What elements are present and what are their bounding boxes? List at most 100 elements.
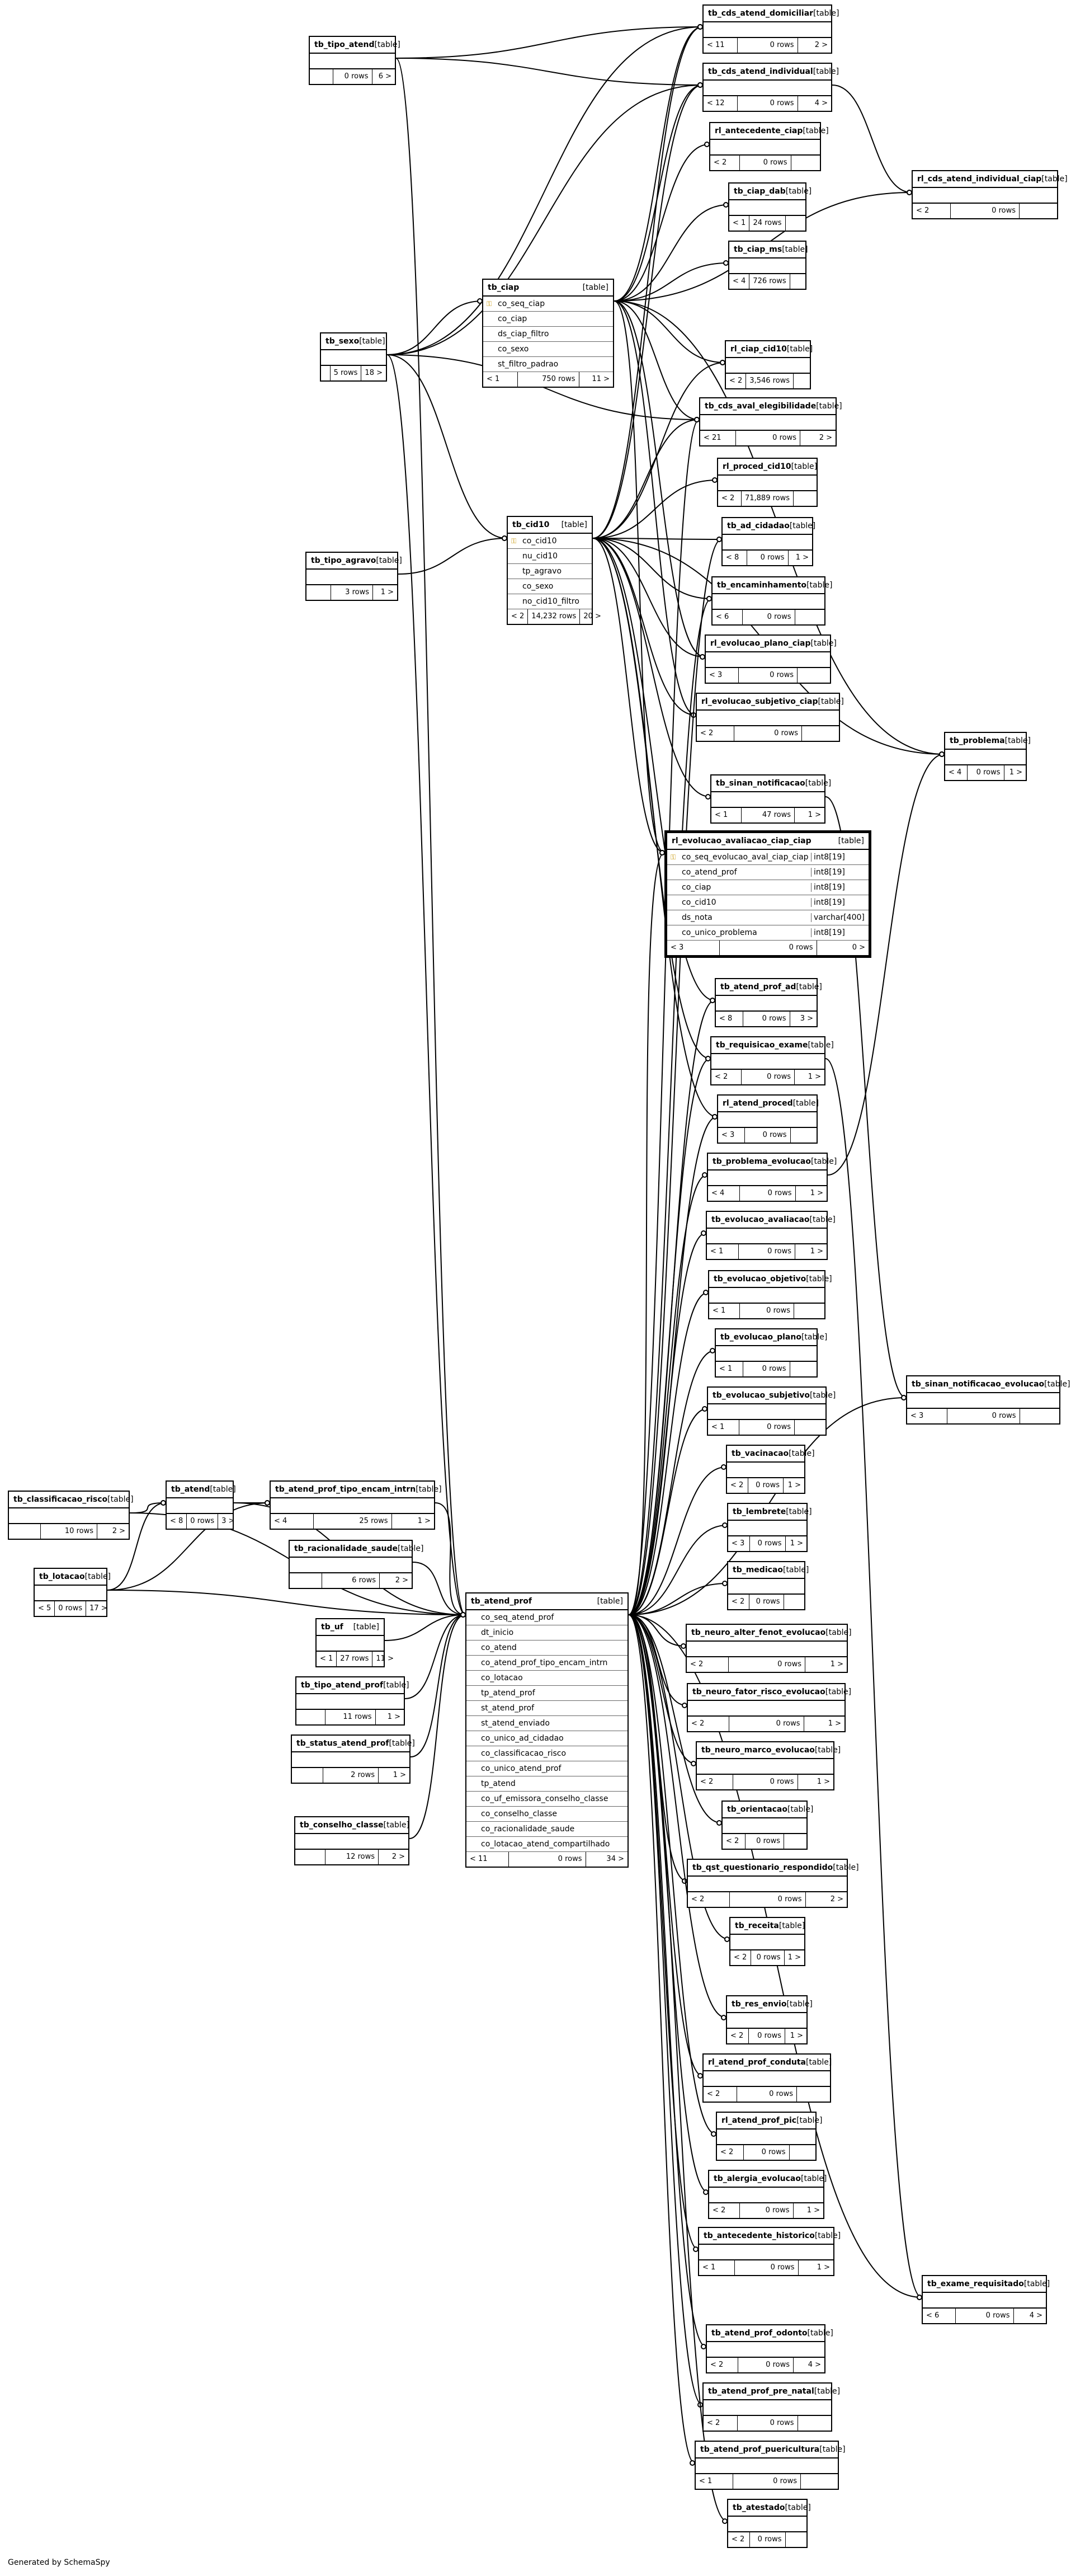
table-name[interactable]: tb_orientacao (727, 1805, 788, 1814)
table-header[interactable]: tb_ciap[table] (483, 280, 613, 297)
table-name[interactable]: tb_problema_evolucao (713, 1157, 811, 1166)
child-count[interactable]: 1 > (817, 2263, 830, 2272)
table-header[interactable]: tb_encaminhamento[table] (713, 577, 832, 594)
child-count[interactable]: 3 > (800, 1014, 813, 1023)
child-count[interactable] (791, 156, 820, 170)
parent-count[interactable]: < 2 (728, 1595, 749, 1609)
parent-count[interactable]: < 1 (317, 1652, 337, 1666)
child-count[interactable] (798, 668, 830, 683)
child-count[interactable]: 1 > (817, 1778, 830, 1786)
table-name[interactable]: tb_tipo_atend (314, 40, 375, 49)
table-header[interactable]: rl_atend_prof_conduta[table] (704, 2055, 832, 2071)
table-name[interactable]: tb_tipo_agravo (311, 556, 376, 565)
table-header[interactable]: rl_evolucao_subjetivo_ciap[table] (697, 694, 844, 711)
table-header[interactable]: rl_atend_prof_pic[table] (717, 2113, 822, 2130)
parent-count[interactable]: < 2 (718, 491, 742, 506)
child-count[interactable] (795, 610, 825, 624)
child-count[interactable]: 1 > (806, 2206, 820, 2215)
table-name[interactable]: tb_res_envio (732, 2000, 787, 2009)
child-count[interactable] (794, 491, 817, 506)
child-count[interactable]: 2 > (814, 41, 828, 49)
child-count[interactable]: 11 > (376, 1654, 394, 1663)
table-header[interactable]: tb_vacinacao[table] (727, 1446, 815, 1463)
table-name[interactable]: tb_atend_prof_ad (720, 983, 796, 991)
child-count[interactable]: 4 > (808, 2361, 821, 2369)
table-name[interactable]: tb_conselho_classe (300, 1821, 384, 1830)
table-header[interactable]: tb_evolucao_subjetivo[table] (708, 1388, 836, 1404)
parent-count[interactable]: < 5 (35, 1601, 55, 1616)
table-name[interactable]: rl_atend_prof_pic (721, 2116, 797, 2125)
table-header[interactable]: tb_atend_prof_pre_natal[table] (704, 2384, 840, 2400)
table-name[interactable]: tb_lotacao (39, 1572, 85, 1581)
table-name[interactable]: tb_atend_prof_puericultura (700, 2445, 820, 2454)
child-count[interactable]: 11 > (592, 375, 610, 383)
parent-count[interactable]: < 6 (713, 610, 743, 624)
child-count[interactable]: 20 > (583, 612, 601, 621)
table-header[interactable]: rl_evolucao_avaliacao_ciap_ciap[table] (667, 833, 869, 850)
parent-count[interactable] (9, 1524, 41, 1539)
table-name[interactable]: tb_ad_cidadao (727, 521, 790, 530)
table-header[interactable]: tb_res_envio[table] (727, 1996, 813, 2013)
table-name[interactable]: tb_receita (735, 1921, 779, 1930)
table-header[interactable]: tb_evolucao_avaliacao[table] (707, 1212, 836, 1229)
table-name[interactable]: tb_sexo (325, 337, 360, 346)
column-row[interactable]: ⚿co_seq_ciap (483, 297, 613, 312)
table-header[interactable]: tb_problema_evolucao[table] (708, 1154, 837, 1171)
parent-count[interactable] (306, 585, 331, 600)
table-name[interactable]: tb_neuro_alter_fenot_evolucao (691, 1628, 826, 1637)
table-name[interactable]: tb_cds_atend_domiciliar (708, 9, 814, 18)
parent-count[interactable]: < 2 (711, 1070, 742, 1084)
table-header[interactable]: tb_problema[table] (945, 733, 1031, 750)
table-header[interactable]: tb_lotacao[table] (35, 1569, 111, 1586)
table-name[interactable]: rl_atend_prof_conduta (708, 2058, 806, 2067)
table-name[interactable]: tb_neuro_fator_risco_evolucao (692, 1687, 825, 1696)
parent-count[interactable]: < 2 (727, 1478, 748, 1493)
table-header[interactable]: tb_ad_cidadao[table] (723, 518, 815, 535)
column-row[interactable]: st_atend_prof (466, 1701, 627, 1716)
table-name[interactable]: tb_evolucao_objetivo (714, 1275, 806, 1284)
table-header[interactable]: tb_sinan_notificacao[table] (711, 775, 831, 792)
child-count[interactable]: 1 > (790, 2032, 803, 2040)
table-node[interactable]: tb_atend_prof_tipo_encam_intrn[table]< 4… (270, 1480, 442, 1530)
parent-count[interactable]: < 2 (710, 156, 740, 170)
column-row[interactable]: co_seq_atend_prof (466, 1610, 627, 1625)
parent-count[interactable]: < 8 (723, 551, 747, 565)
parent-count[interactable]: < 2 (723, 1834, 746, 1849)
child-count[interactable] (797, 2087, 830, 2102)
parent-count[interactable] (292, 1768, 323, 1783)
child-count[interactable]: 2 > (395, 1576, 408, 1585)
parent-count[interactable]: < 2 (727, 2029, 749, 2043)
table-header[interactable]: tb_antecedente_historico[table] (699, 2228, 841, 2245)
child-count[interactable]: 1 > (787, 1481, 801, 1489)
parent-count[interactable]: < 11 (704, 38, 738, 53)
child-count[interactable]: 2 > (830, 1895, 843, 1903)
table-name[interactable]: tb_atend_prof_pre_natal (708, 2387, 814, 2396)
table-name[interactable]: rl_antecedente_ciap (715, 126, 803, 135)
parent-count[interactable]: < 2 (728, 2532, 750, 2547)
child-count[interactable]: 2 > (112, 1527, 125, 1535)
child-count[interactable] (795, 1420, 825, 1435)
table-name[interactable]: tb_evolucao_subjetivo (713, 1391, 810, 1400)
table-header[interactable]: tb_atend_prof_tipo_encam_intrn[table] (271, 1482, 442, 1498)
table-header[interactable]: tb_neuro_fator_risco_evolucao[table] (688, 1684, 851, 1701)
child-count[interactable] (794, 374, 810, 388)
parent-count[interactable]: < 1 (696, 2474, 733, 2489)
column-row[interactable]: co_atend_prof_tipo_encam_intrn (466, 1656, 627, 1671)
parent-count[interactable]: < 1 (729, 216, 750, 231)
